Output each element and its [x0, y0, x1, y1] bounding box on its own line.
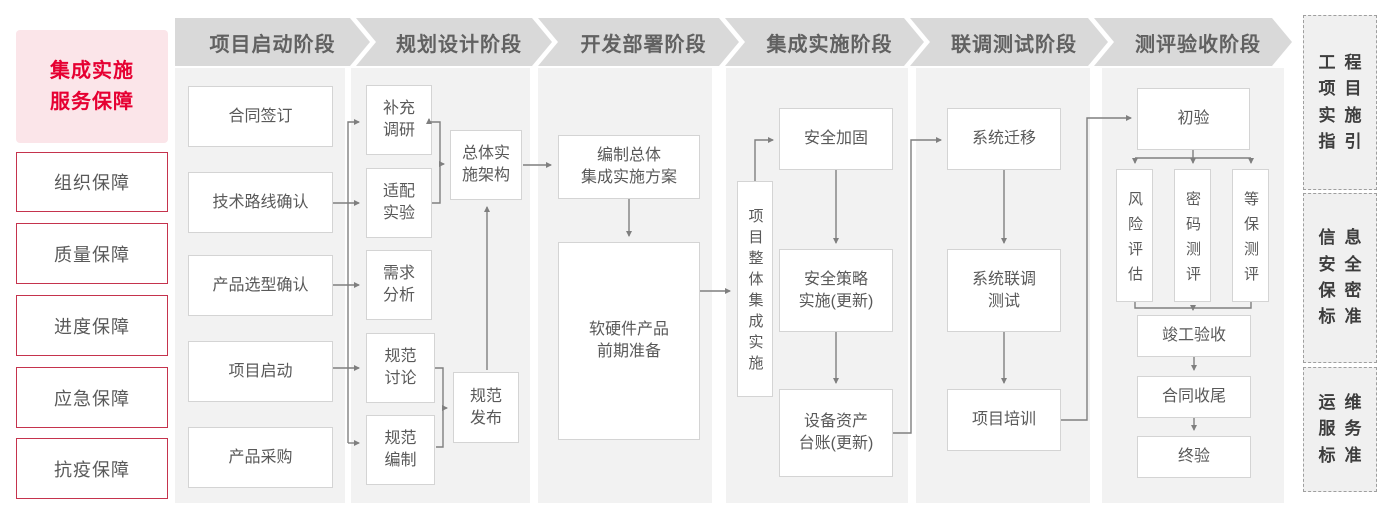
- phase-header-development: 开发部署阶段: [538, 18, 739, 66]
- box-risk-assessment: 风险评估: [1116, 169, 1153, 302]
- left-sidebar-item-quality: 质量保障: [16, 223, 168, 284]
- box-security-hardening: 安全加固: [779, 108, 893, 170]
- box-mlps-evaluation: 等保测评: [1232, 169, 1269, 302]
- box-requirements-analysis: 需求 分析: [366, 250, 432, 320]
- phase-header-joint-testing: 联调测试阶段: [910, 18, 1108, 66]
- box-overall-project-integration: 项目整体集成实施: [737, 181, 773, 397]
- box-product-selection-confirm: 产品选型确认: [188, 255, 333, 316]
- box-system-migration: 系统迁移: [947, 108, 1061, 170]
- box-overall-integration-plan: 编制总体 集成实施方案: [558, 135, 700, 199]
- box-spec-release: 规范 发布: [453, 372, 519, 443]
- box-tech-route-confirm: 技术路线确认: [188, 172, 333, 233]
- box-completion-acceptance: 竣工验收: [1137, 315, 1251, 357]
- box-joint-testing: 系统联调 测试: [947, 249, 1061, 332]
- right-sidebar-security-standard: 信息 安全 保密 标准: [1303, 193, 1377, 363]
- box-crypto-evaluation: 密码测评: [1174, 169, 1211, 302]
- phase-header-acceptance: 测评验收阶段: [1094, 18, 1292, 66]
- left-sidebar-item-emergency: 应急保障: [16, 367, 168, 428]
- left-sidebar-item-organization: 组织保障: [16, 152, 168, 212]
- box-asset-ledger-update: 设备资产 台账(更新): [779, 389, 893, 477]
- box-project-kickoff: 项目启动: [188, 341, 333, 402]
- box-security-policy-update: 安全策略 实施(更新): [779, 249, 893, 332]
- box-hw-sw-preparation: 软硬件产品 前期准备: [558, 242, 700, 440]
- right-sidebar-project-guideline: 工程 项目 实施 指引: [1303, 15, 1377, 190]
- box-final-acceptance: 终验: [1137, 436, 1251, 478]
- left-sidebar-item-schedule: 进度保障: [16, 295, 168, 356]
- left-sidebar-title: 集成实施 服务保障: [16, 30, 168, 143]
- box-overall-architecture: 总体实 施架构: [450, 130, 522, 200]
- box-spec-drafting: 规范 编制: [366, 415, 435, 485]
- left-sidebar-item-epidemic: 抗疫保障: [16, 438, 168, 499]
- phase-header-kickoff: 项目启动阶段: [175, 18, 370, 66]
- box-project-training: 项目培训: [947, 389, 1061, 451]
- box-adaptation-test: 适配 实验: [366, 168, 432, 238]
- phase-header-planning: 规划设计阶段: [356, 18, 552, 66]
- box-product-procurement: 产品采购: [188, 427, 333, 488]
- box-contract-closure: 合同收尾: [1137, 376, 1251, 418]
- right-sidebar-ops-standard: 运维 服务 标准: [1303, 367, 1377, 492]
- box-spec-discussion: 规范 讨论: [366, 333, 435, 403]
- phase-header-integration: 集成实施阶段: [725, 18, 924, 66]
- box-supplementary-research: 补充 调研: [366, 85, 432, 155]
- box-initial-acceptance: 初验: [1137, 88, 1250, 150]
- box-contract-signing: 合同签订: [188, 86, 333, 147]
